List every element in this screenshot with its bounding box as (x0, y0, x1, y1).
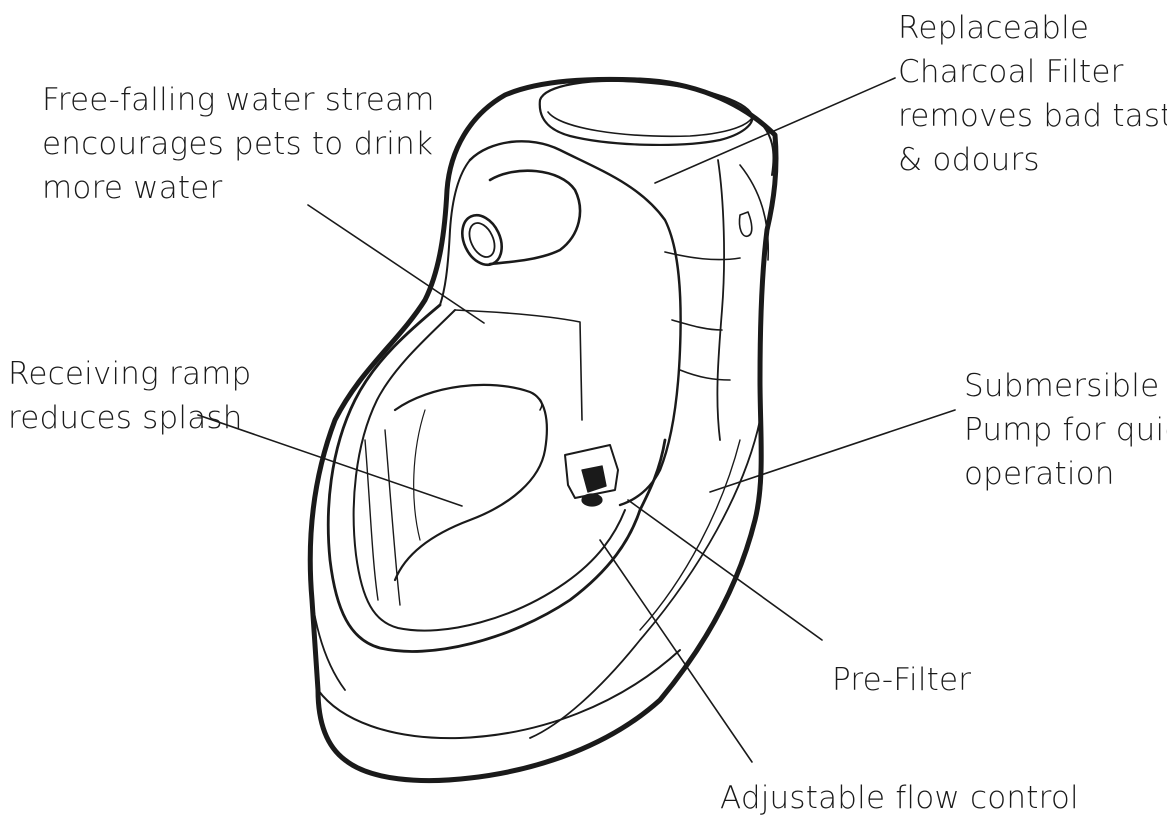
ramp-ridge-2 (384, 429, 401, 606)
label-line: operation (964, 456, 1115, 492)
label-line: Adjustable flow control (720, 780, 1079, 816)
shell-seam-3 (679, 369, 731, 381)
leader-pump (709, 409, 956, 493)
label-line: Replaceable (898, 10, 1090, 46)
pump-unit-housing (564, 444, 619, 499)
receiving-ramp (393, 383, 548, 582)
fountain-outer-body (307, 76, 779, 784)
label-free-falling-stream: Free-falling water stream encourages pet… (42, 78, 435, 210)
flow-control-knob (581, 493, 603, 507)
base-front-edge (311, 599, 346, 691)
label-line: Pump for quiet (964, 412, 1167, 448)
label-line: Charcoal Filter (898, 54, 1124, 90)
shell-right-contour-2 (739, 164, 770, 261)
ramp-ridge-1 (364, 439, 379, 601)
ramp-top-curl (529, 391, 543, 411)
spout-opening-outer (461, 213, 503, 267)
label-line: & odours (898, 142, 1040, 178)
shell-seam-1 (664, 251, 741, 261)
lid-inner-rim (547, 111, 753, 138)
filter-lid (538, 79, 754, 147)
base-right-contour (529, 419, 761, 739)
spout-tube-body (488, 169, 582, 266)
label-line: reduces splash (8, 400, 243, 436)
shell-seam-2 (671, 319, 723, 331)
base-top-edge (317, 649, 681, 740)
tower-left-face-edge (439, 159, 471, 306)
label-line: Receiving ramp (8, 356, 252, 392)
label-line: Submersible (964, 368, 1160, 404)
label-line: removes bad tastes (898, 98, 1167, 134)
tower-front-face (468, 140, 682, 507)
leader-flow (599, 539, 753, 763)
label-line: Free-falling water stream (42, 82, 435, 118)
shell-handle-notch (738, 211, 753, 238)
shell-right-contour-1 (716, 159, 725, 441)
label-receiving-ramp: Receiving ramp reduces splash (8, 352, 251, 440)
leader-stream (307, 204, 485, 324)
tower-back-edge (759, 121, 775, 176)
leader-lines (197, 77, 956, 763)
label-pre-filter: Pre-Filter (832, 658, 971, 702)
label-line: Pre-Filter (832, 662, 972, 698)
bowl-back-wall (454, 309, 583, 421)
label-adjustable-flow: Adjustable flow control (720, 776, 1079, 820)
leader-filter (654, 77, 896, 184)
label-submersible-pump: Submersible Pump for quiet operation (964, 364, 1167, 496)
ramp-ridge-3 (413, 409, 426, 541)
label-charcoal-filter: Replaceable Charcoal Filter removes bad … (898, 6, 1167, 182)
bowl-rim-inner (352, 309, 626, 632)
leader-ramp (197, 414, 463, 507)
base-right-groove (639, 439, 741, 631)
label-line: encourages pets to drink (42, 126, 434, 162)
spout-opening-inner (468, 222, 496, 258)
leader-prefilter (627, 499, 823, 641)
label-line: more water (42, 170, 223, 206)
pump-intake-grille (581, 465, 607, 493)
bowl-rim-outer (326, 303, 667, 653)
